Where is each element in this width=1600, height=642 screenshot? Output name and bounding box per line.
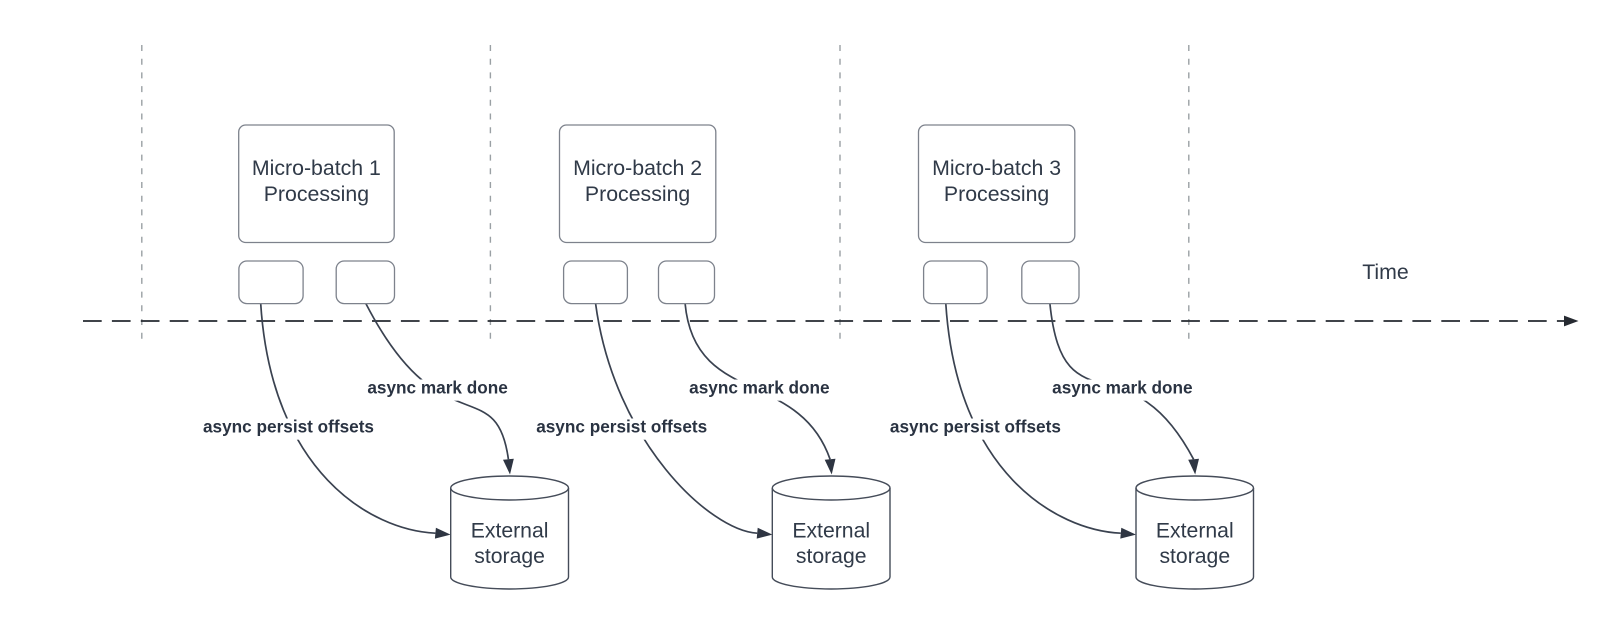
- svg-text:Processing: Processing: [264, 182, 369, 206]
- svg-text:storage: storage: [796, 545, 867, 568]
- svg-text:async persist offsets: async persist offsets: [890, 417, 1061, 437]
- svg-text:Time: Time: [1362, 260, 1409, 284]
- svg-text:async mark done: async mark done: [367, 378, 507, 398]
- svg-text:async persist offsets: async persist offsets: [203, 417, 374, 437]
- svg-text:Processing: Processing: [944, 182, 1049, 206]
- svg-text:storage: storage: [474, 545, 545, 568]
- svg-text:async persist offsets: async persist offsets: [536, 417, 707, 437]
- svg-text:async mark done: async mark done: [1052, 378, 1192, 398]
- svg-text:storage: storage: [1159, 545, 1230, 568]
- svg-text:Micro-batch 2: Micro-batch 2: [573, 156, 702, 180]
- svg-text:External: External: [1156, 520, 1234, 543]
- svg-text:External: External: [792, 520, 870, 543]
- svg-text:async mark done: async mark done: [689, 378, 829, 398]
- svg-text:Micro-batch 3: Micro-batch 3: [932, 156, 1061, 180]
- svg-text:Micro-batch 1: Micro-batch 1: [252, 156, 381, 180]
- svg-text:Processing: Processing: [585, 182, 690, 206]
- svg-text:External: External: [471, 520, 549, 543]
